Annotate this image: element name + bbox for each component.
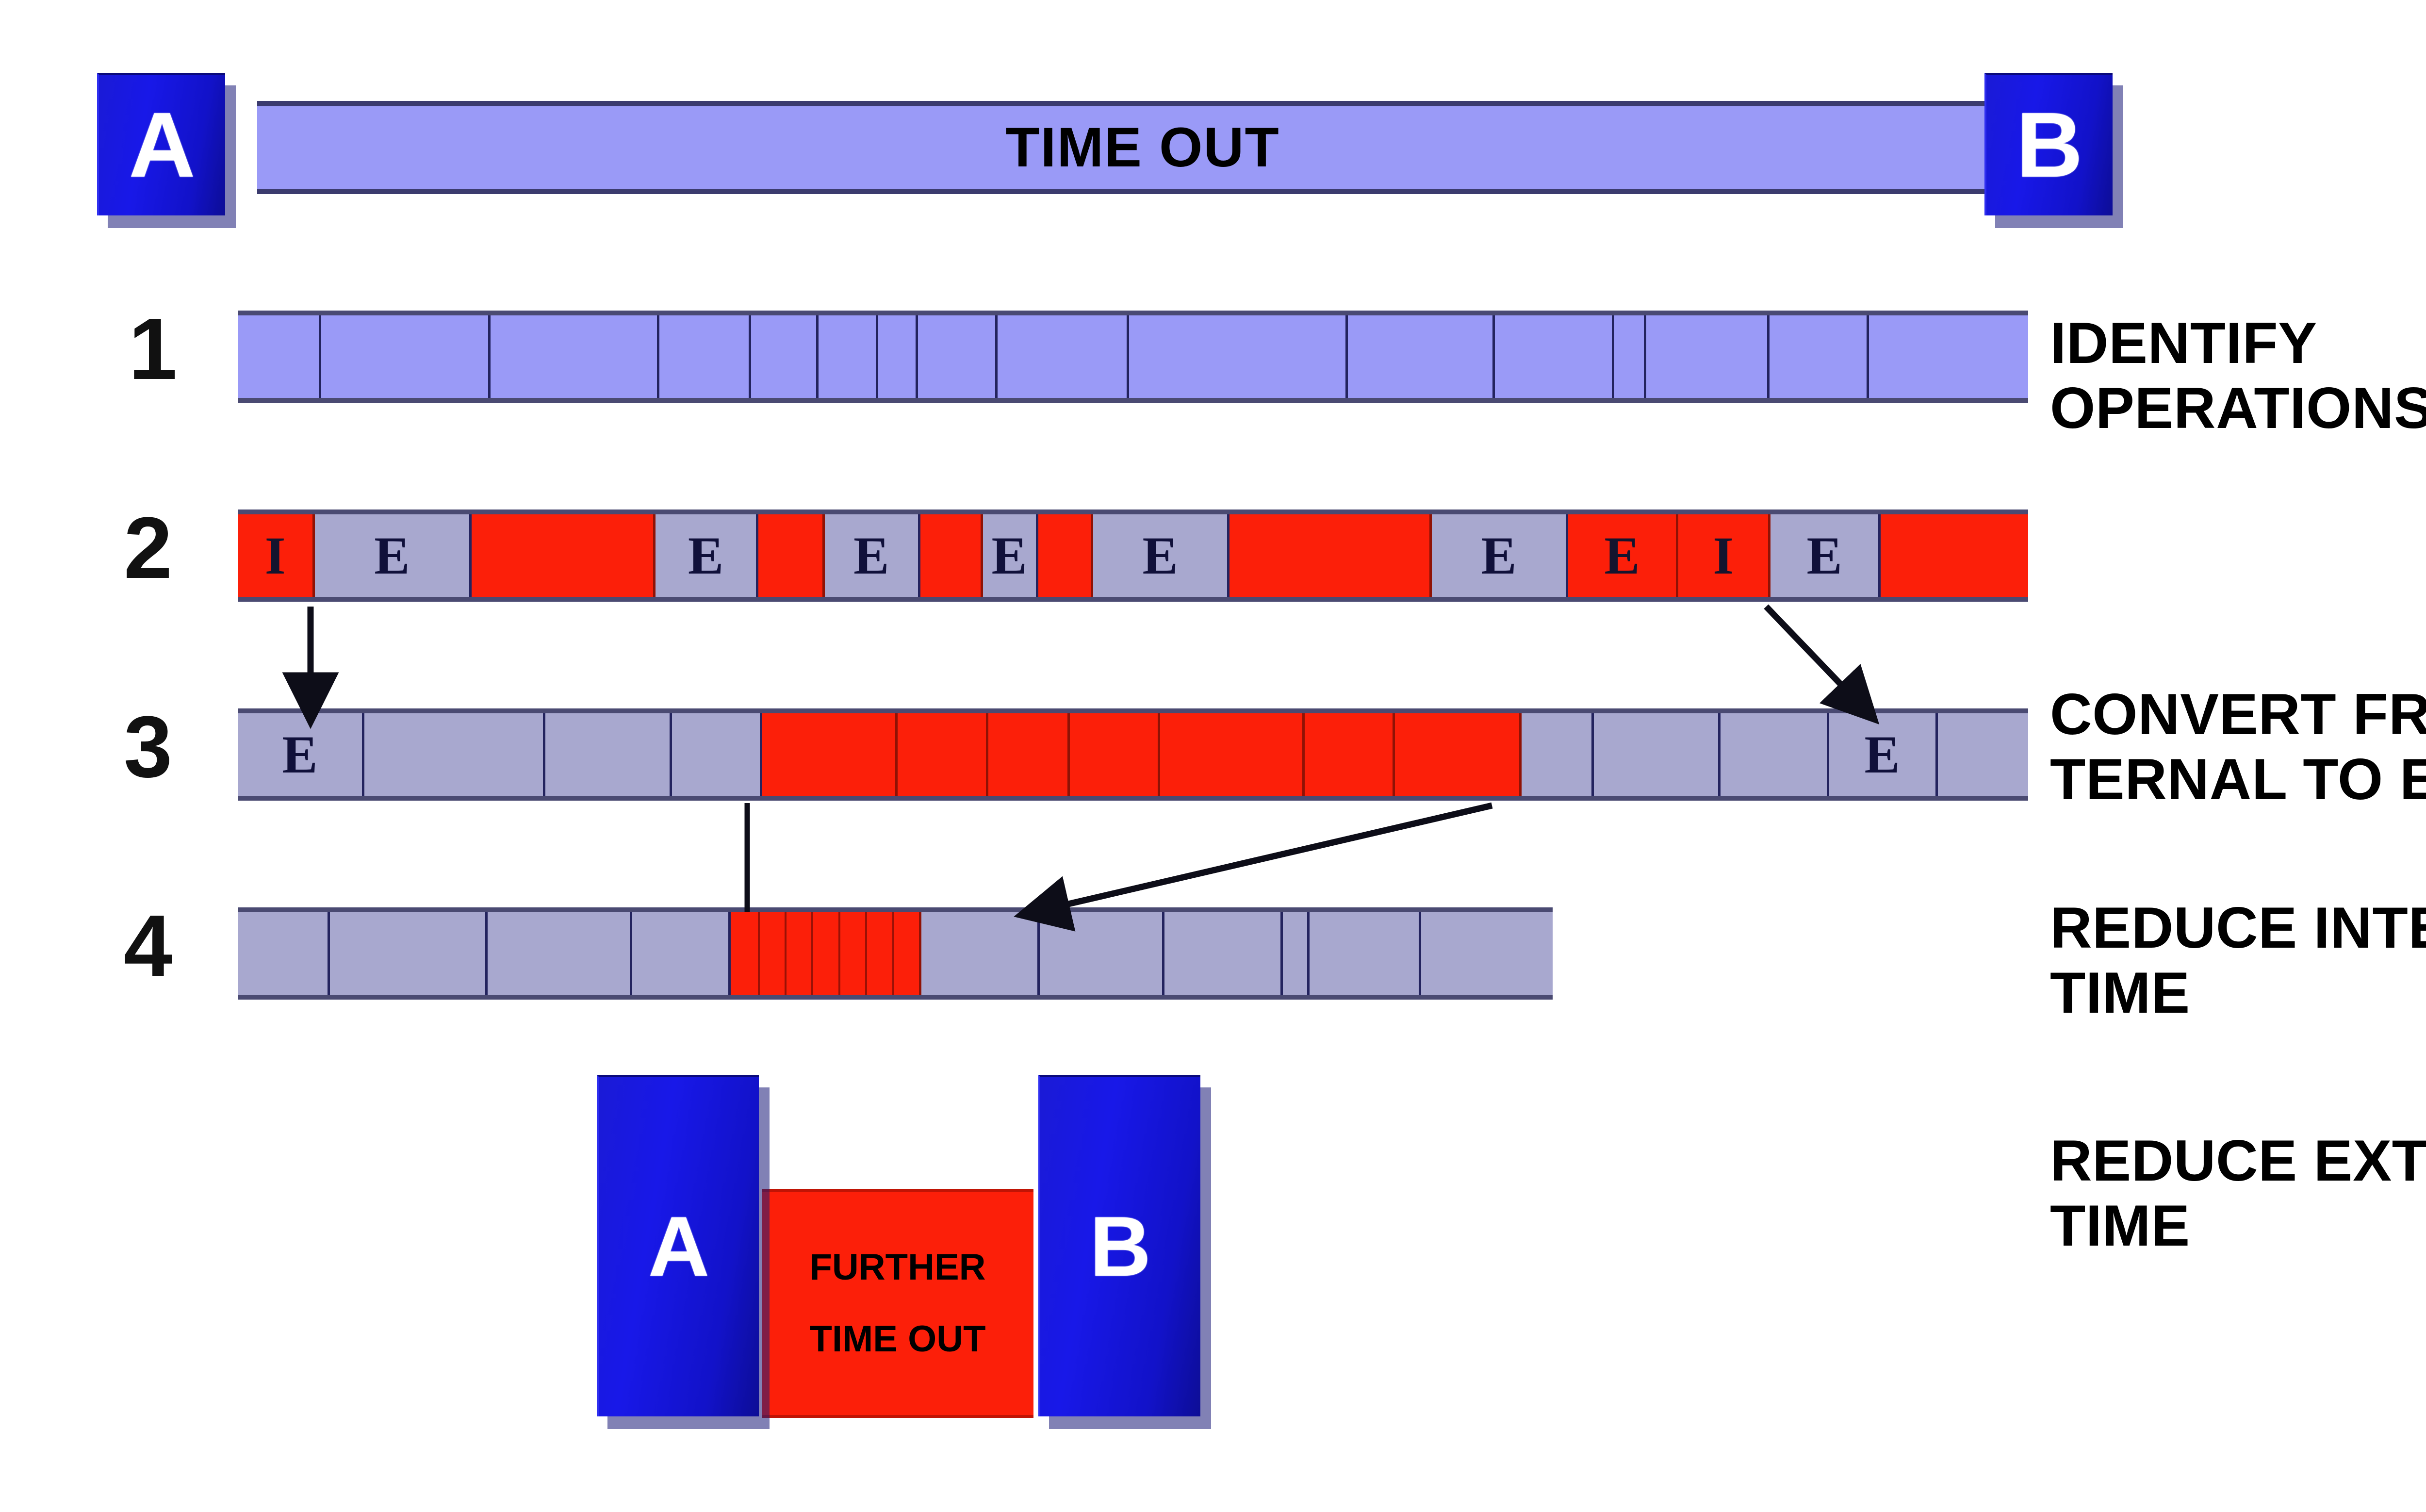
segment-blue-r1-12 [1614, 315, 1646, 398]
row-number-4: 4 [124, 897, 173, 995]
segment-grey-r2-5: E [824, 514, 920, 597]
row-number-3: 3 [124, 698, 173, 796]
segment-red-r2-6 [920, 514, 983, 597]
label-identify-operations: IDENTIFY OPERATIONS [2050, 311, 2426, 441]
segment-letter-i: I [1713, 526, 1734, 585]
segment-grey-r4-0 [238, 912, 330, 995]
segment-red-r3-9 [1305, 713, 1395, 796]
arrow-internal-to-external-right [1764, 604, 1880, 725]
segment-letter-i: I [264, 526, 286, 585]
segment-letter-e: E [1142, 526, 1178, 585]
arrow-reduce-internal-right [1014, 802, 1493, 932]
segment-grey-r3-13 [1721, 713, 1829, 796]
segment-letter-e: E [282, 725, 318, 784]
segment-grey-r3-14: E [1829, 713, 1938, 796]
operations-bar-row-4 [238, 907, 1553, 1000]
segment-grey-r2-11: E [1432, 514, 1568, 597]
time-out-bar: TIME OUT [257, 101, 2028, 194]
segment-blue-r1-7 [918, 315, 998, 398]
segment-blue-r1-13 [1646, 315, 1770, 398]
block-b-bottom-label: B [1089, 1199, 1151, 1294]
segment-blue-r1-9 [1129, 315, 1348, 398]
segment-grey-r4-10 [1421, 912, 1553, 995]
segment-blue-r1-5 [819, 315, 879, 398]
segment-grey-r3-15 [1937, 713, 2028, 796]
segment-grey-r4-9 [1309, 912, 1421, 995]
block-b-top-label: B [2016, 94, 2083, 197]
segment-red-r2-10 [1229, 514, 1432, 597]
segment-blue-r1-11 [1495, 315, 1615, 398]
segment-letter-e: E [1481, 526, 1517, 585]
segment-grey-r3-11 [1522, 713, 1594, 796]
segment-red-r3-7 [1069, 713, 1160, 796]
segment-red-r3-8 [1160, 713, 1305, 796]
segment-red-r3-4 [762, 713, 898, 796]
segment-stripes [731, 912, 919, 995]
segment-grey-r3-0: E [238, 713, 364, 796]
row-number-2: 2 [124, 499, 173, 597]
segment-grey-r3-1 [364, 713, 545, 796]
segment-red-r3-6 [988, 713, 1070, 796]
segment-grey-r4-3 [632, 912, 731, 995]
further-time-out-line2: TIME OUT [809, 1318, 986, 1360]
segment-red-r2-8 [1038, 514, 1094, 597]
block-a-bottom: A [597, 1075, 759, 1416]
segment-grey-r3-3 [672, 713, 762, 796]
segment-blue-r1-2 [490, 315, 660, 398]
segment-red-r2-13: I [1678, 514, 1770, 597]
further-time-out-line1: FURTHER [809, 1247, 986, 1288]
segment-red-r2-2 [471, 514, 656, 597]
segment-grey-r4-2 [487, 912, 632, 995]
segment-red-r2-4 [758, 514, 825, 597]
segment-blue-r1-10 [1347, 315, 1495, 398]
segment-grey-r2-1: E [315, 514, 472, 597]
label-reduce-internal-time: REDUCE INTERNAL TIME [2050, 895, 2426, 1026]
segment-blue-r1-1 [321, 315, 491, 398]
further-time-out-box: FURTHER TIME OUT [762, 1189, 1033, 1418]
segment-blue-r1-8 [998, 315, 1129, 398]
block-a-top-label: A [129, 94, 196, 197]
segment-letter-e: E [1604, 526, 1640, 585]
segment-grey-r4-5 [921, 912, 1040, 995]
segment-grey-r4-1 [329, 912, 488, 995]
segment-letter-e: E [1806, 526, 1842, 585]
block-b-top: B [1984, 73, 2113, 215]
segment-red-r4-4 [731, 912, 922, 995]
block-a-bottom-label: A [648, 1199, 710, 1294]
operations-bar-row-1 [238, 311, 2028, 403]
segment-grey-r2-14: E [1770, 514, 1881, 597]
segment-letter-e: E [853, 526, 889, 585]
segment-letter-e: E [991, 526, 1027, 585]
segment-grey-r2-3: E [655, 514, 759, 597]
segment-red-r3-5 [898, 713, 988, 796]
block-a-top: A [97, 73, 225, 215]
segment-blue-r1-4 [751, 315, 819, 398]
segment-red-r2-12: E [1568, 514, 1679, 597]
label-convert-internal-external: CONVERT FROM IN- TERNAL TO EXTERNAL [2050, 682, 2426, 812]
segment-letter-e: E [374, 526, 410, 585]
segment-blue-r1-6 [878, 315, 918, 398]
segment-grey-r2-9: E [1093, 514, 1230, 597]
segment-red-r2-15 [1881, 514, 2028, 597]
segment-red-r2-0: I [238, 514, 315, 597]
segment-blue-r1-15 [1869, 315, 2028, 398]
segment-letter-e: E [1864, 725, 1900, 784]
segment-blue-r1-3 [659, 315, 751, 398]
row-number-1: 1 [129, 300, 178, 398]
segment-grey-r4-7 [1164, 912, 1283, 995]
segment-grey-r3-12 [1594, 713, 1721, 796]
segment-blue-r1-0 [238, 315, 322, 398]
time-out-label: TIME OUT [1005, 116, 1280, 179]
label-reduce-external-time: REDUCE EXTERNAL TIME [2050, 1128, 2426, 1259]
segment-grey-r4-8 [1283, 912, 1310, 995]
segment-blue-r1-14 [1769, 315, 1869, 398]
block-b-bottom: B [1038, 1075, 1200, 1416]
segment-red-r3-10 [1395, 713, 1522, 796]
segment-grey-r4-6 [1040, 912, 1165, 995]
segment-grey-r3-2 [545, 713, 672, 796]
segment-letter-e: E [688, 526, 724, 585]
segment-grey-r2-7: E [983, 514, 1038, 597]
